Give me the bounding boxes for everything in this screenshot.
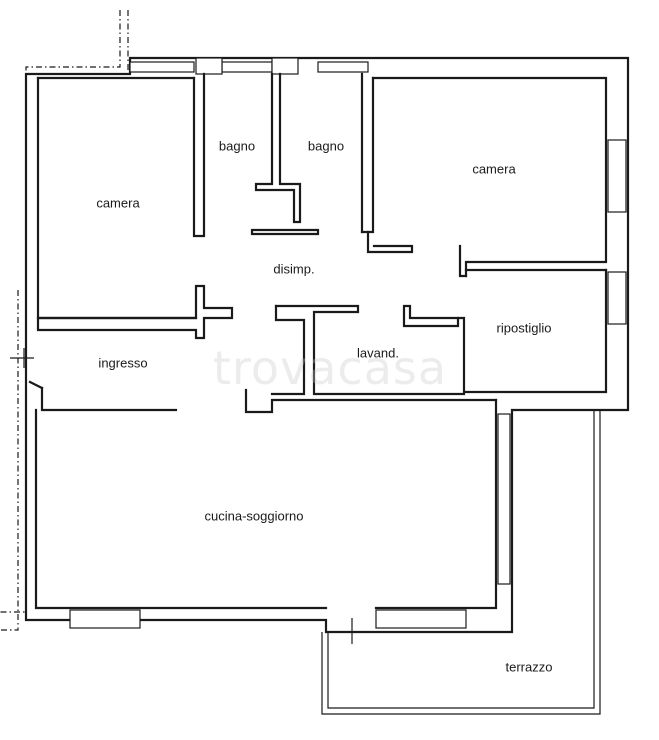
interior-walls <box>28 72 608 414</box>
room-label-bagno-1: bagno <box>218 138 256 154</box>
room-label-terrazzo: terrazzo <box>505 659 553 675</box>
property-boundary-lines <box>0 10 129 631</box>
room-label-cucina-soggiorno: cucina-soggiorno <box>204 508 304 524</box>
room-label-ripostiglio: ripostiglio <box>496 320 552 336</box>
room-label-lavanderia: lavand. <box>357 345 399 361</box>
room-label-camera-left: camera <box>96 195 140 211</box>
entrance-marker <box>10 348 353 644</box>
outer-walls <box>24 56 630 634</box>
room-label-camera-right: camera <box>472 161 516 177</box>
terrace-outline <box>321 410 601 715</box>
room-label-ingresso: ingresso <box>98 355 148 371</box>
room-label-disimpegno: disimp. <box>273 261 315 277</box>
room-label-bagno-2: bagno <box>307 138 345 154</box>
